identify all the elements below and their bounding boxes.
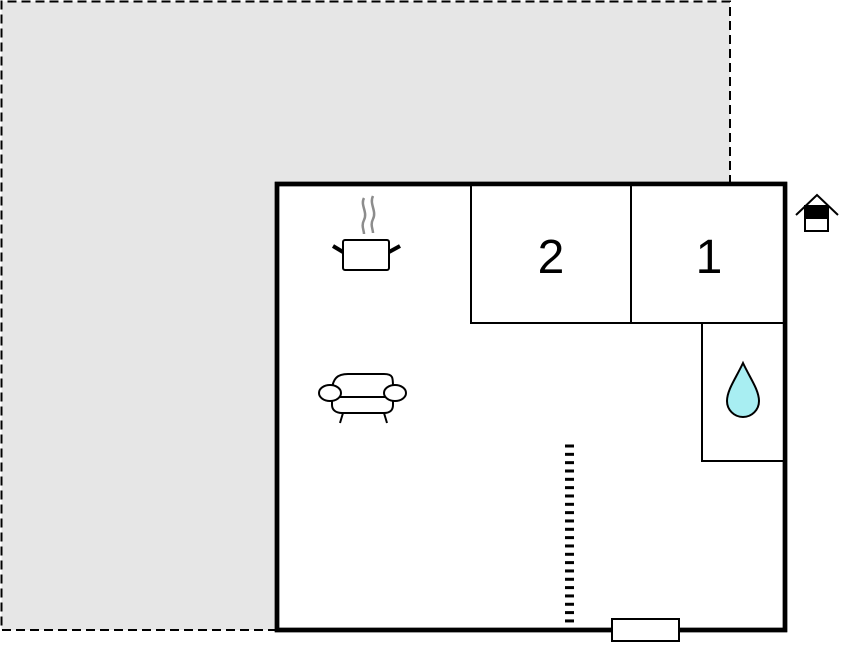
window-icon	[611, 618, 680, 642]
room-label-2: 2	[538, 231, 565, 284]
sofa-icon	[318, 373, 407, 424]
terrace-area	[1, 1, 730, 630]
water-drop-icon	[725, 360, 761, 418]
cooking-pot-icon	[331, 195, 401, 271]
room-2: 2	[470, 183, 632, 324]
bathroom	[701, 322, 786, 462]
room-1: 1	[630, 183, 786, 324]
stairs-icon	[565, 444, 574, 623]
terrace-dashed-border	[0, 0, 731, 631]
room-label-1: 1	[696, 231, 723, 284]
house-entrance-icon	[795, 193, 839, 232]
